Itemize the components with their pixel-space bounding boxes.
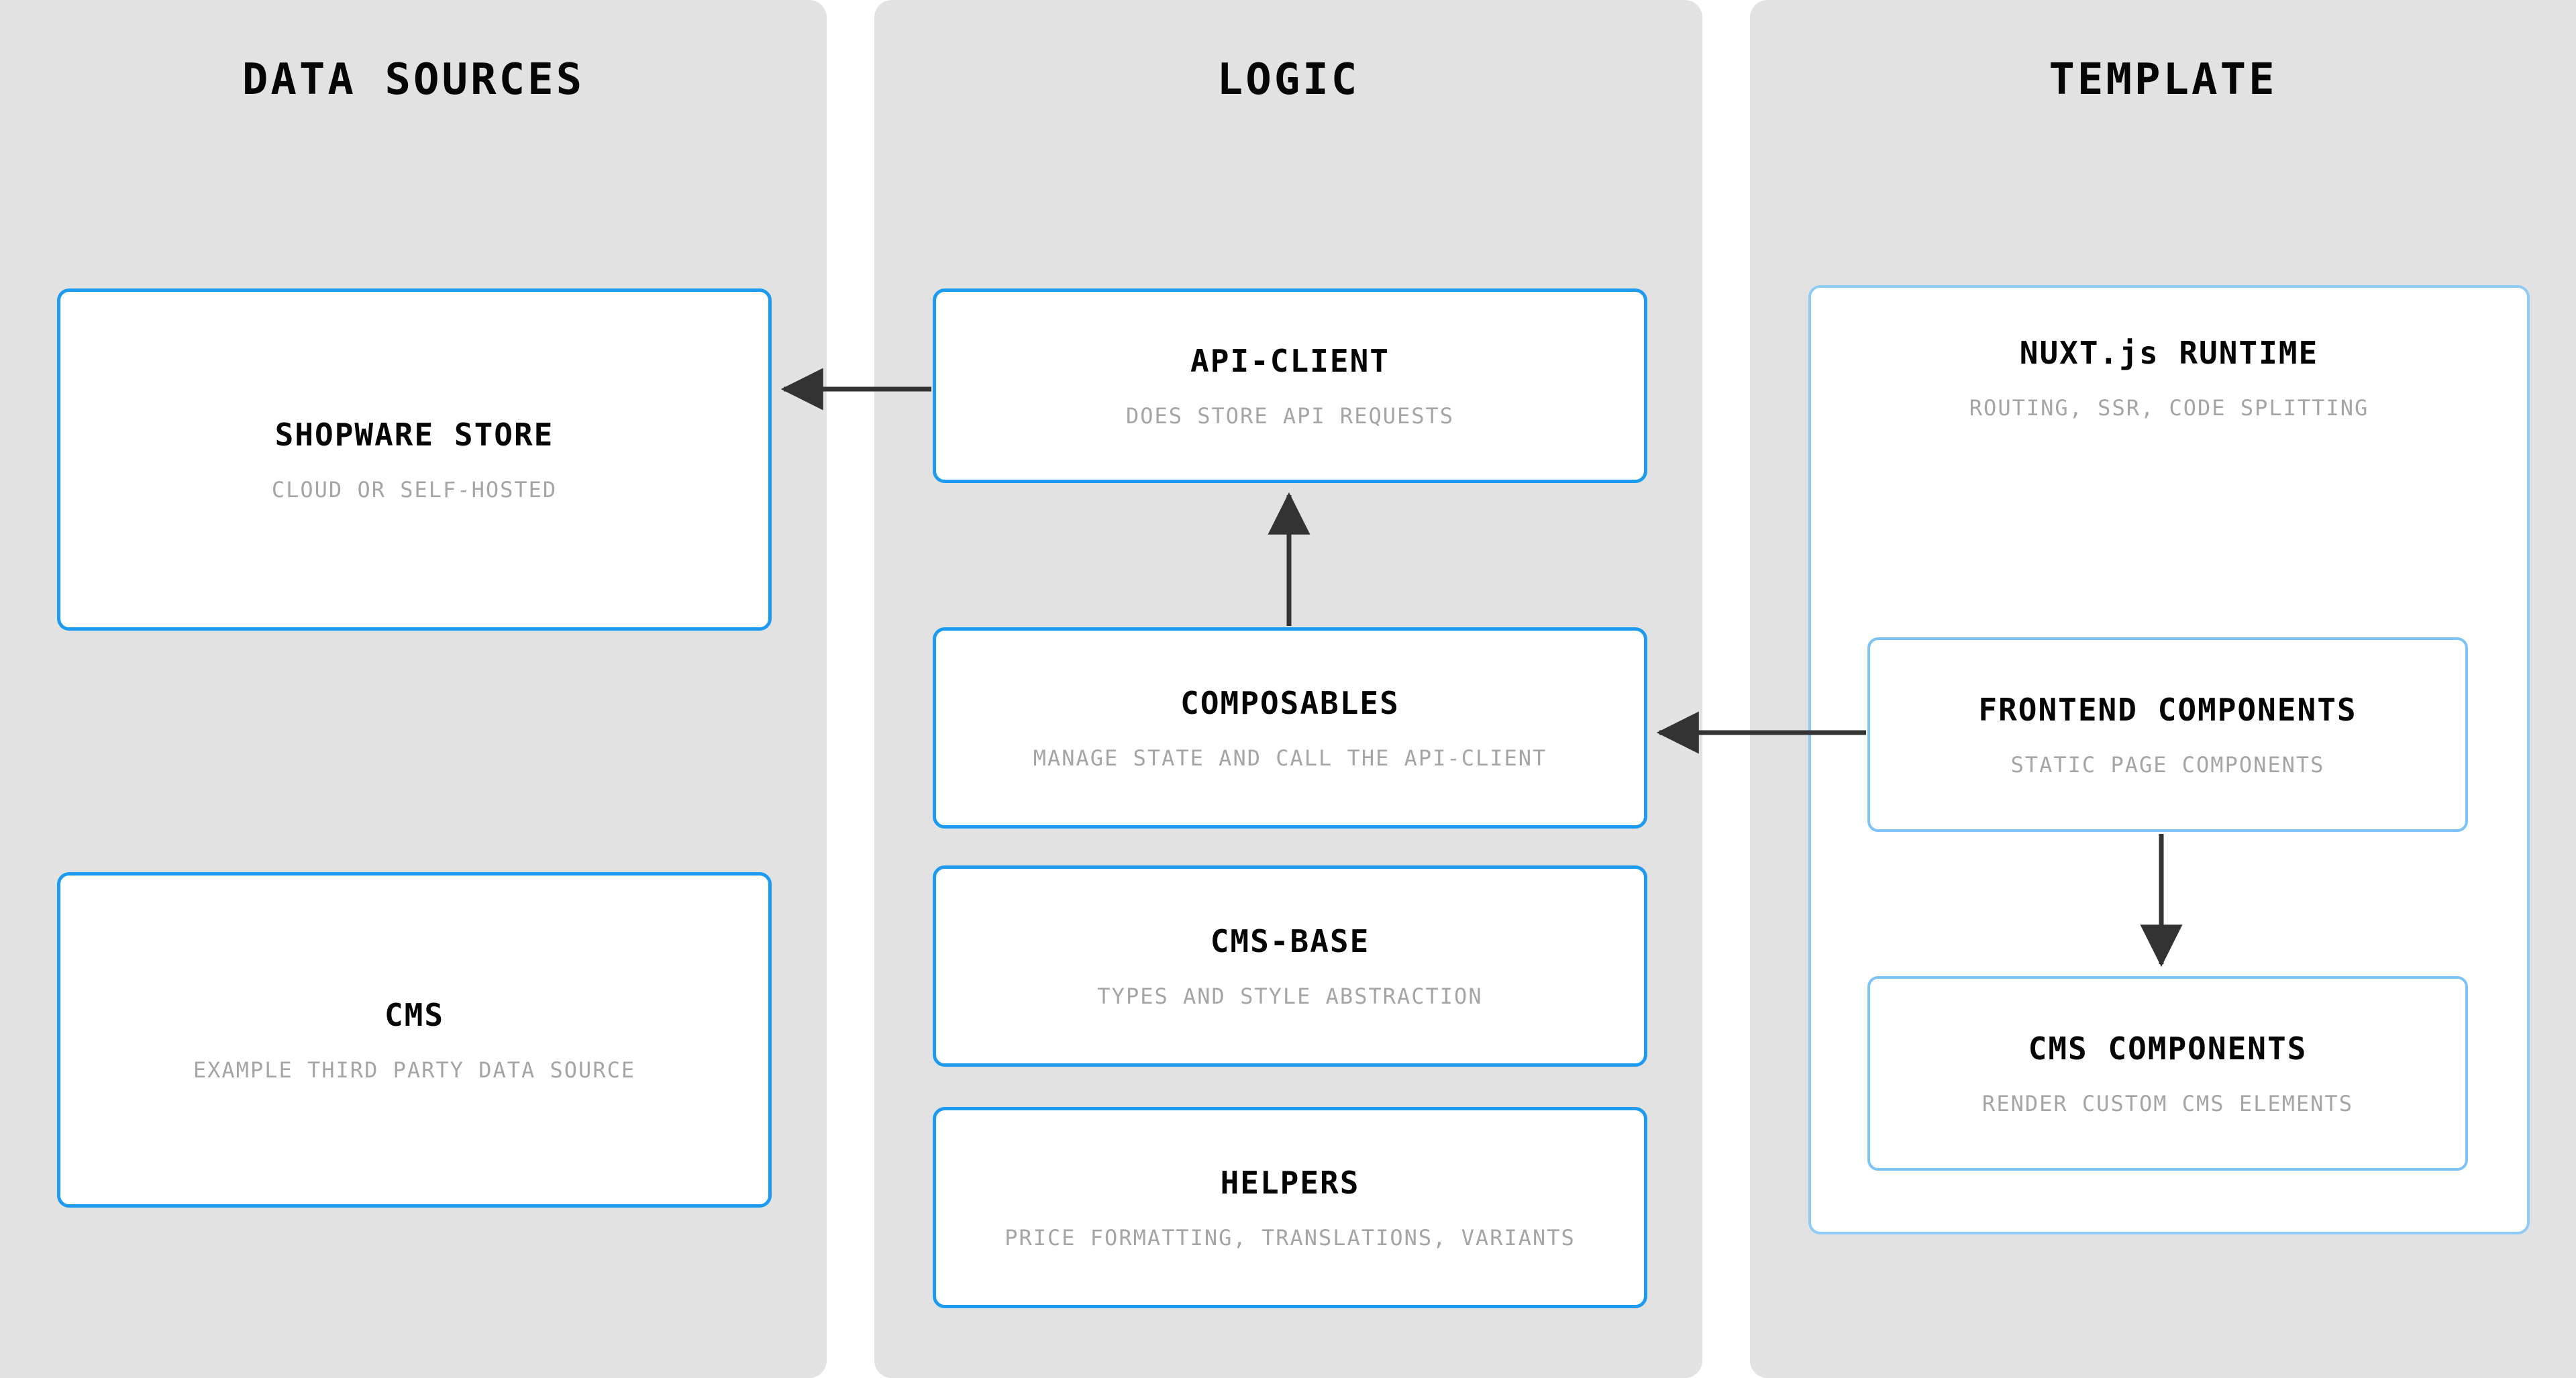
node-helpers-subtitle: PRICE FORMATTING, TRANSLATIONS, VARIANTS bbox=[1004, 1225, 1576, 1251]
node-frontend-components-title: FRONTEND COMPONENTS bbox=[1978, 692, 2357, 728]
node-cms-components-subtitle: RENDER CUSTOM CMS ELEMENTS bbox=[1982, 1091, 2353, 1116]
lane-title-template: TEMPLATE bbox=[2049, 55, 2277, 105]
node-cms-title: CMS bbox=[384, 997, 445, 1033]
node-nuxt-runtime-title: NUXT.js RUNTIME bbox=[2019, 335, 2319, 371]
node-api-client[interactable]: API-CLIENT DOES STORE API REQUESTS bbox=[933, 288, 1647, 483]
node-cms-base-subtitle: TYPES AND STYLE ABSTRACTION bbox=[1097, 984, 1483, 1009]
node-cms-components[interactable]: CMS COMPONENTS RENDER CUSTOM CMS ELEMENT… bbox=[1867, 976, 2468, 1171]
node-helpers-title: HELPERS bbox=[1220, 1165, 1360, 1201]
node-composables-subtitle: MANAGE STATE AND CALL THE API-CLIENT bbox=[1033, 745, 1547, 771]
node-api-client-subtitle: DOES STORE API REQUESTS bbox=[1125, 403, 1455, 429]
node-cms[interactable]: CMS EXAMPLE THIRD PARTY DATA SOURCE bbox=[57, 872, 772, 1208]
lane-title-logic: LOGIC bbox=[1217, 55, 1360, 105]
node-shopware-store-subtitle: CLOUD OR SELF-HOSTED bbox=[271, 477, 558, 502]
node-cms-base-title: CMS-BASE bbox=[1210, 923, 1370, 959]
lane-title-data-sources: DATA SOURCES bbox=[242, 55, 585, 105]
node-cms-subtitle: EXAMPLE THIRD PARTY DATA SOURCE bbox=[193, 1057, 636, 1083]
node-composables[interactable]: COMPOSABLES MANAGE STATE AND CALL THE AP… bbox=[933, 627, 1647, 829]
node-api-client-title: API-CLIENT bbox=[1190, 343, 1390, 379]
node-helpers[interactable]: HELPERS PRICE FORMATTING, TRANSLATIONS, … bbox=[933, 1107, 1647, 1308]
node-cms-components-title: CMS COMPONENTS bbox=[2028, 1030, 2308, 1067]
node-frontend-components-subtitle: STATIC PAGE COMPONENTS bbox=[2010, 752, 2325, 778]
node-shopware-store-title: SHOPWARE STORE bbox=[274, 417, 554, 453]
node-composables-title: COMPOSABLES bbox=[1180, 685, 1400, 721]
node-nuxt-runtime-subtitle: ROUTING, SSR, CODE SPLITTING bbox=[1969, 395, 2369, 421]
node-frontend-components[interactable]: FRONTEND COMPONENTS STATIC PAGE COMPONEN… bbox=[1867, 637, 2468, 832]
node-cms-base[interactable]: CMS-BASE TYPES AND STYLE ABSTRACTION bbox=[933, 865, 1647, 1067]
node-shopware-store[interactable]: SHOPWARE STORE CLOUD OR SELF-HOSTED bbox=[57, 288, 772, 631]
